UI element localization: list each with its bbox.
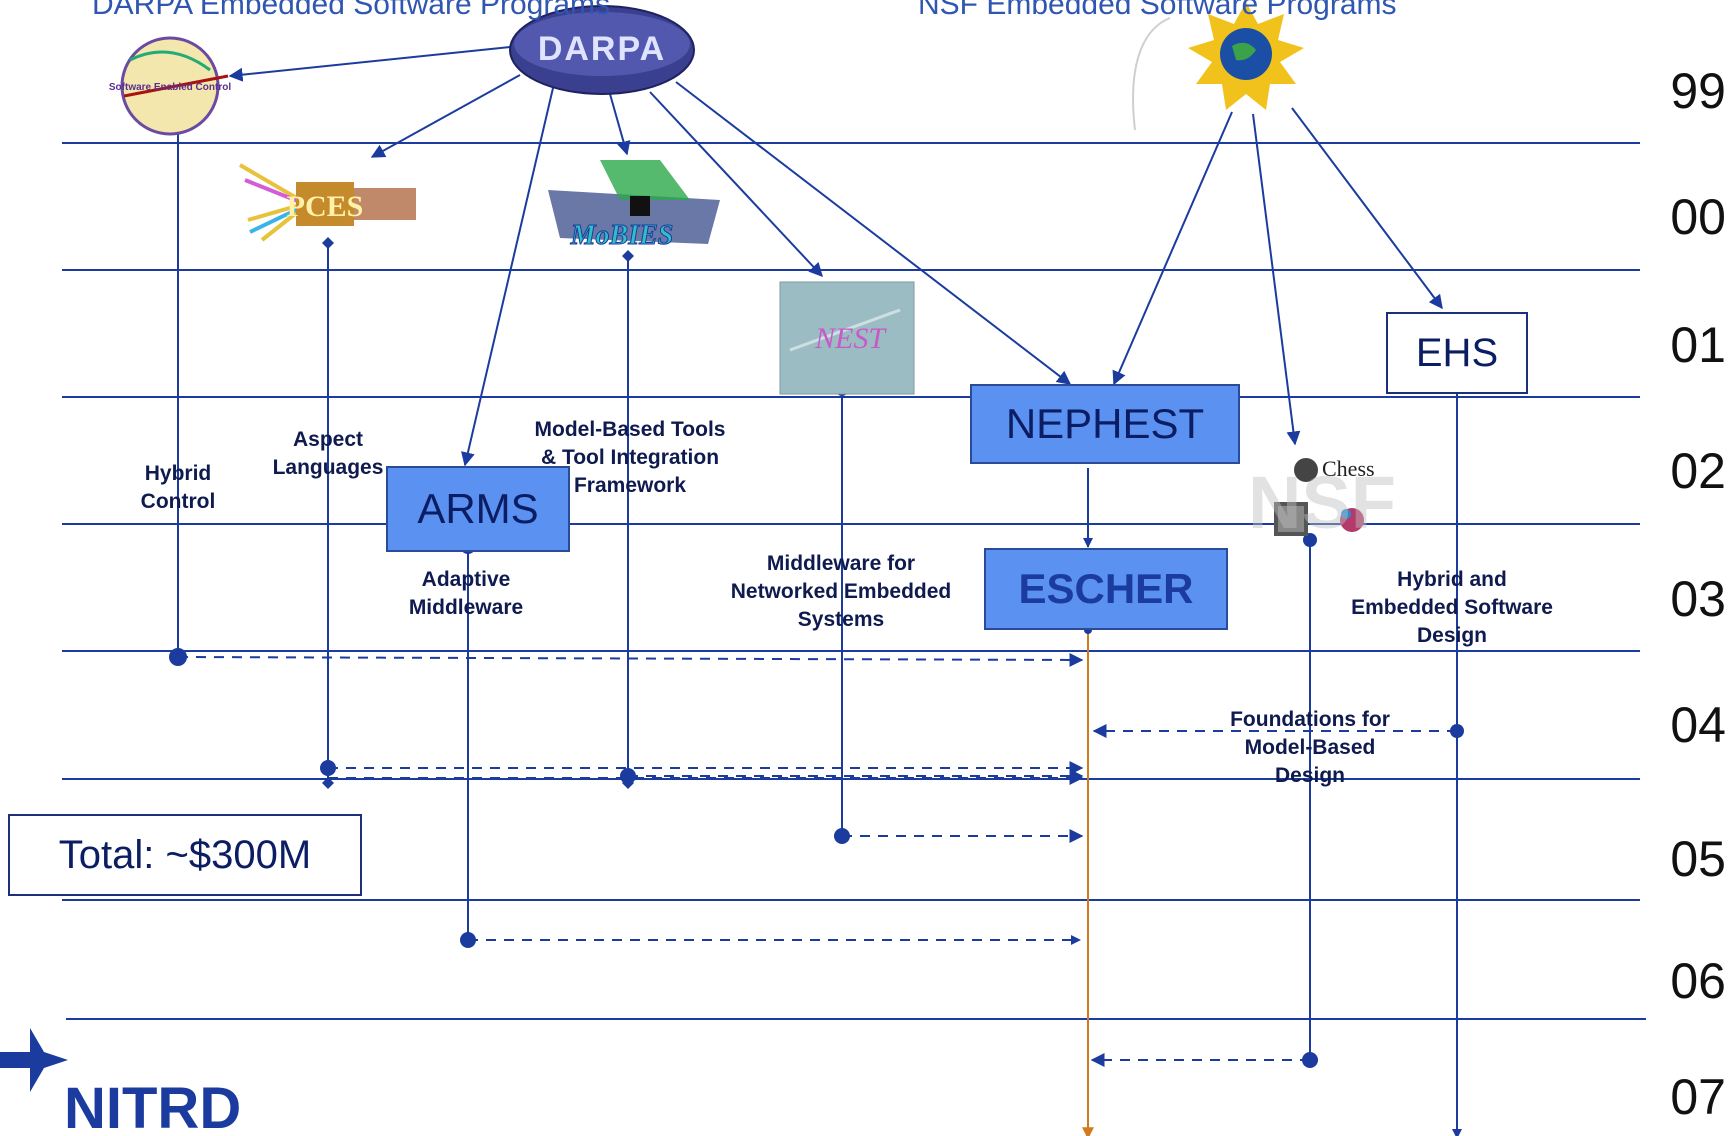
- hybrid-embedded-design-label: Hybrid and Embedded Software Design: [1351, 568, 1553, 647]
- middleware-networked-label: Middleware for Networked Embedded System…: [730, 552, 952, 631]
- darpa-logo: DARPA: [509, 5, 695, 95]
- year-label-05: 05: [1670, 831, 1726, 887]
- darpa-header: DARPA Embedded Software Programs: [92, 0, 611, 21]
- foundations-model-based-label: Foundations for Model-Based Design: [1230, 708, 1390, 787]
- chess-logo-text: Chess: [1322, 456, 1375, 481]
- transition-arrows: [177, 652, 1457, 1067]
- darpa-program-arrows: [228, 46, 1072, 467]
- sec-logo-text: Software Enabled Control: [109, 82, 231, 93]
- year-label-00: 00: [1670, 189, 1726, 245]
- hybrid-control-label: Hybrid Control: [140, 462, 216, 513]
- nest-logo: NEST: [779, 281, 915, 395]
- header-divider-arc: [1132, 17, 1171, 131]
- year-label-06: 06: [1670, 953, 1726, 1009]
- nitrd-logo-text: NITRD: [64, 1076, 241, 1136]
- chess-logo: Chess: [1274, 456, 1375, 536]
- arms-box: ARMS: [386, 466, 570, 552]
- aspect-languages-label: Aspect Languages: [272, 428, 384, 479]
- year-label-03: 03: [1670, 571, 1726, 627]
- program-timelines: [177, 122, 1462, 1136]
- nephest-box: NEPHEST: [970, 384, 1240, 464]
- nsf-program-arrows: [1112, 107, 1443, 446]
- year-label-99: 99: [1670, 63, 1726, 119]
- mobies-logo: MoBIES: [548, 160, 720, 252]
- nsf-globe-logo: [1188, 2, 1304, 110]
- pces-logo: PCES: [238, 163, 416, 242]
- nest-logo-text: NEST: [814, 322, 887, 355]
- year-label-02: 02: [1670, 443, 1726, 499]
- darpa-logo-text: DARPA: [538, 30, 666, 68]
- year-label-01: 01: [1670, 317, 1726, 373]
- total-funding-box: Total: ~$300M: [8, 814, 362, 896]
- nsf-watermark: NSF: [1248, 461, 1396, 544]
- nsf-header: NSF Embedded Software Programs: [918, 0, 1397, 21]
- year-label-07: 07: [1670, 1069, 1726, 1125]
- mobies-logo-text: MoBIES: [570, 220, 674, 251]
- nitrd-logo: NITRD: [0, 1028, 241, 1136]
- model-based-tools-label: Model-Based Tools & Tool Integration Fra…: [534, 418, 726, 497]
- ehs-box: EHS: [1386, 312, 1528, 394]
- year-label-04: 04: [1670, 697, 1726, 753]
- pces-logo-text: PCES: [287, 190, 364, 223]
- sec-logo: Software Enabled Control: [109, 36, 231, 136]
- adaptive-middleware-label: Adaptive Middleware: [408, 568, 524, 619]
- escher-box: ESCHER: [984, 548, 1228, 630]
